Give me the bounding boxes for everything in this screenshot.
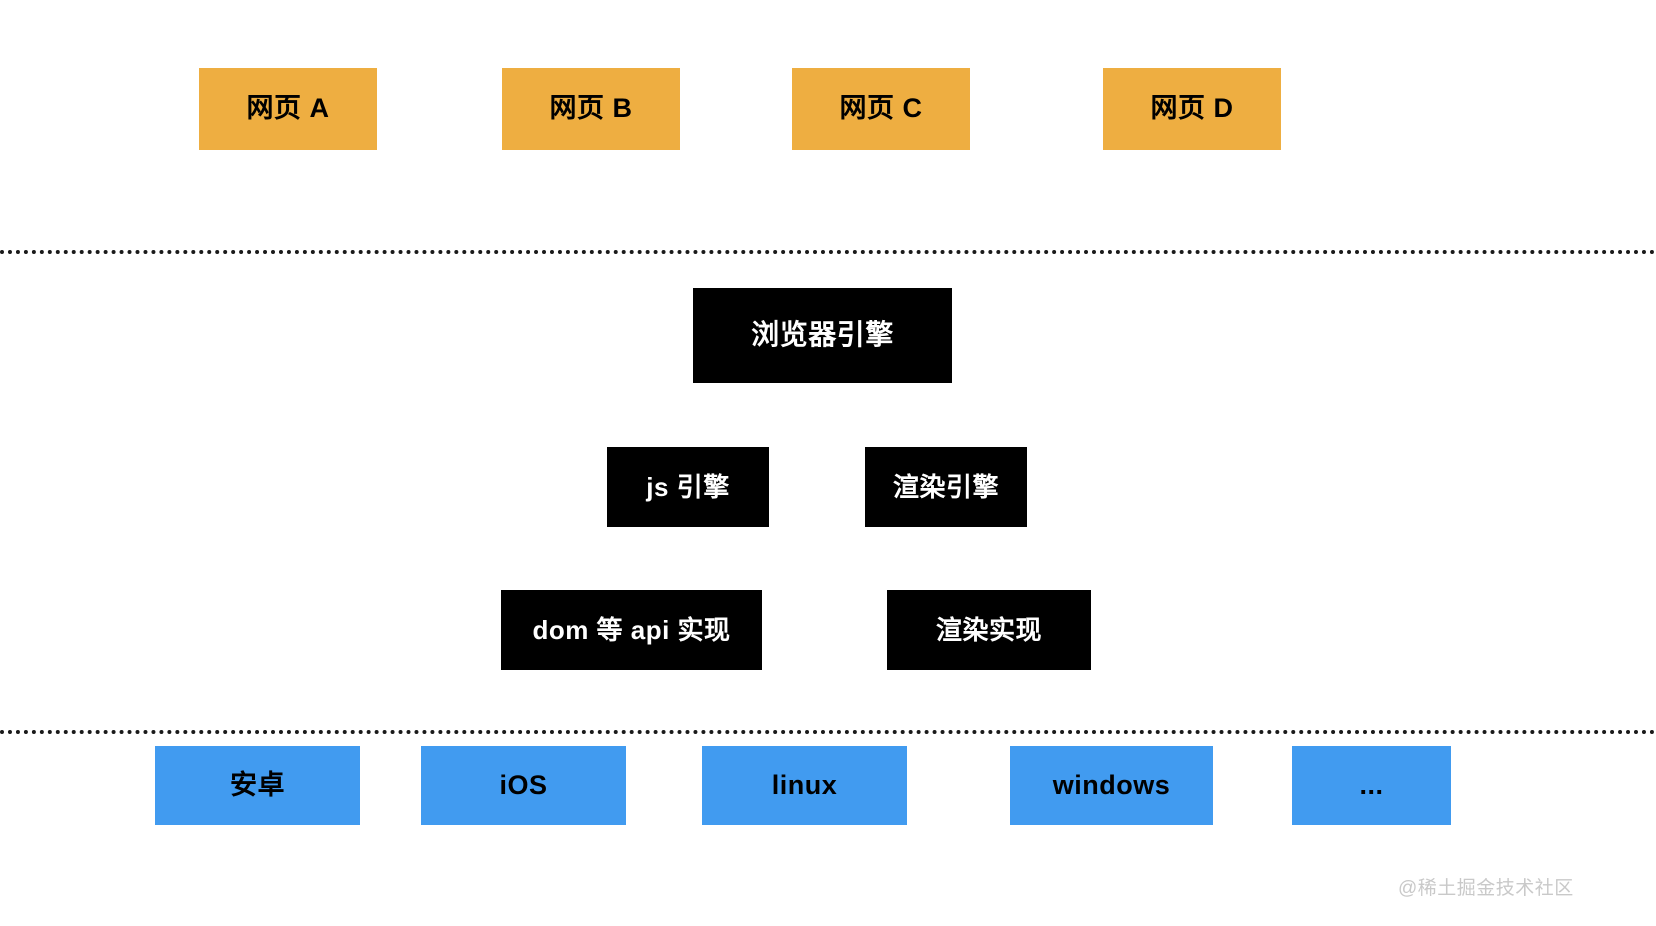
web-page-c-label: 网页 C — [839, 93, 923, 124]
web-page-d-box[interactable]: 网页 D — [1103, 68, 1281, 150]
web-page-a-label: 网页 A — [246, 93, 330, 124]
render-implementation-box[interactable]: 渲染实现 — [887, 590, 1091, 670]
os-more-box[interactable]: ... — [1292, 746, 1451, 825]
browser-engine-box[interactable]: 浏览器引擎 — [693, 288, 952, 383]
os-ios-label: iOS — [499, 769, 548, 800]
os-windows-label: windows — [1052, 769, 1171, 800]
web-page-b-box[interactable]: 网页 B — [502, 68, 680, 150]
web-page-c-box[interactable]: 网页 C — [792, 68, 970, 150]
os-windows-box[interactable]: windows — [1010, 746, 1213, 825]
divider-top — [0, 250, 1656, 254]
web-page-a-box[interactable]: 网页 A — [199, 68, 377, 150]
js-engine-box[interactable]: js 引擎 — [607, 447, 769, 527]
watermark: @稀土掘金技术社区 — [1398, 873, 1574, 900]
os-android-box[interactable]: 安卓 — [155, 746, 360, 825]
os-linux-box[interactable]: linux — [702, 746, 907, 825]
render-engine-box[interactable]: 渲染引擎 — [865, 447, 1027, 527]
web-page-b-label: 网页 B — [549, 93, 633, 124]
os-android-label: 安卓 — [230, 769, 285, 800]
render-engine-label: 渲染引擎 — [892, 471, 999, 502]
os-linux-label: linux — [771, 769, 838, 800]
divider-bottom — [0, 730, 1656, 734]
web-page-d-label: 网页 D — [1150, 93, 1234, 124]
watermark-text: @稀土掘金技术社区 — [1398, 878, 1574, 899]
os-more-label: ... — [1359, 769, 1384, 800]
dom-api-implementation-label: dom 等 api 实现 — [532, 614, 731, 645]
dom-api-implementation-box[interactable]: dom 等 api 实现 — [501, 590, 762, 670]
js-engine-label: js 引擎 — [646, 471, 730, 502]
browser-engine-label: 浏览器引擎 — [751, 319, 894, 351]
render-implementation-label: 渲染实现 — [935, 614, 1042, 645]
os-ios-box[interactable]: iOS — [421, 746, 626, 825]
